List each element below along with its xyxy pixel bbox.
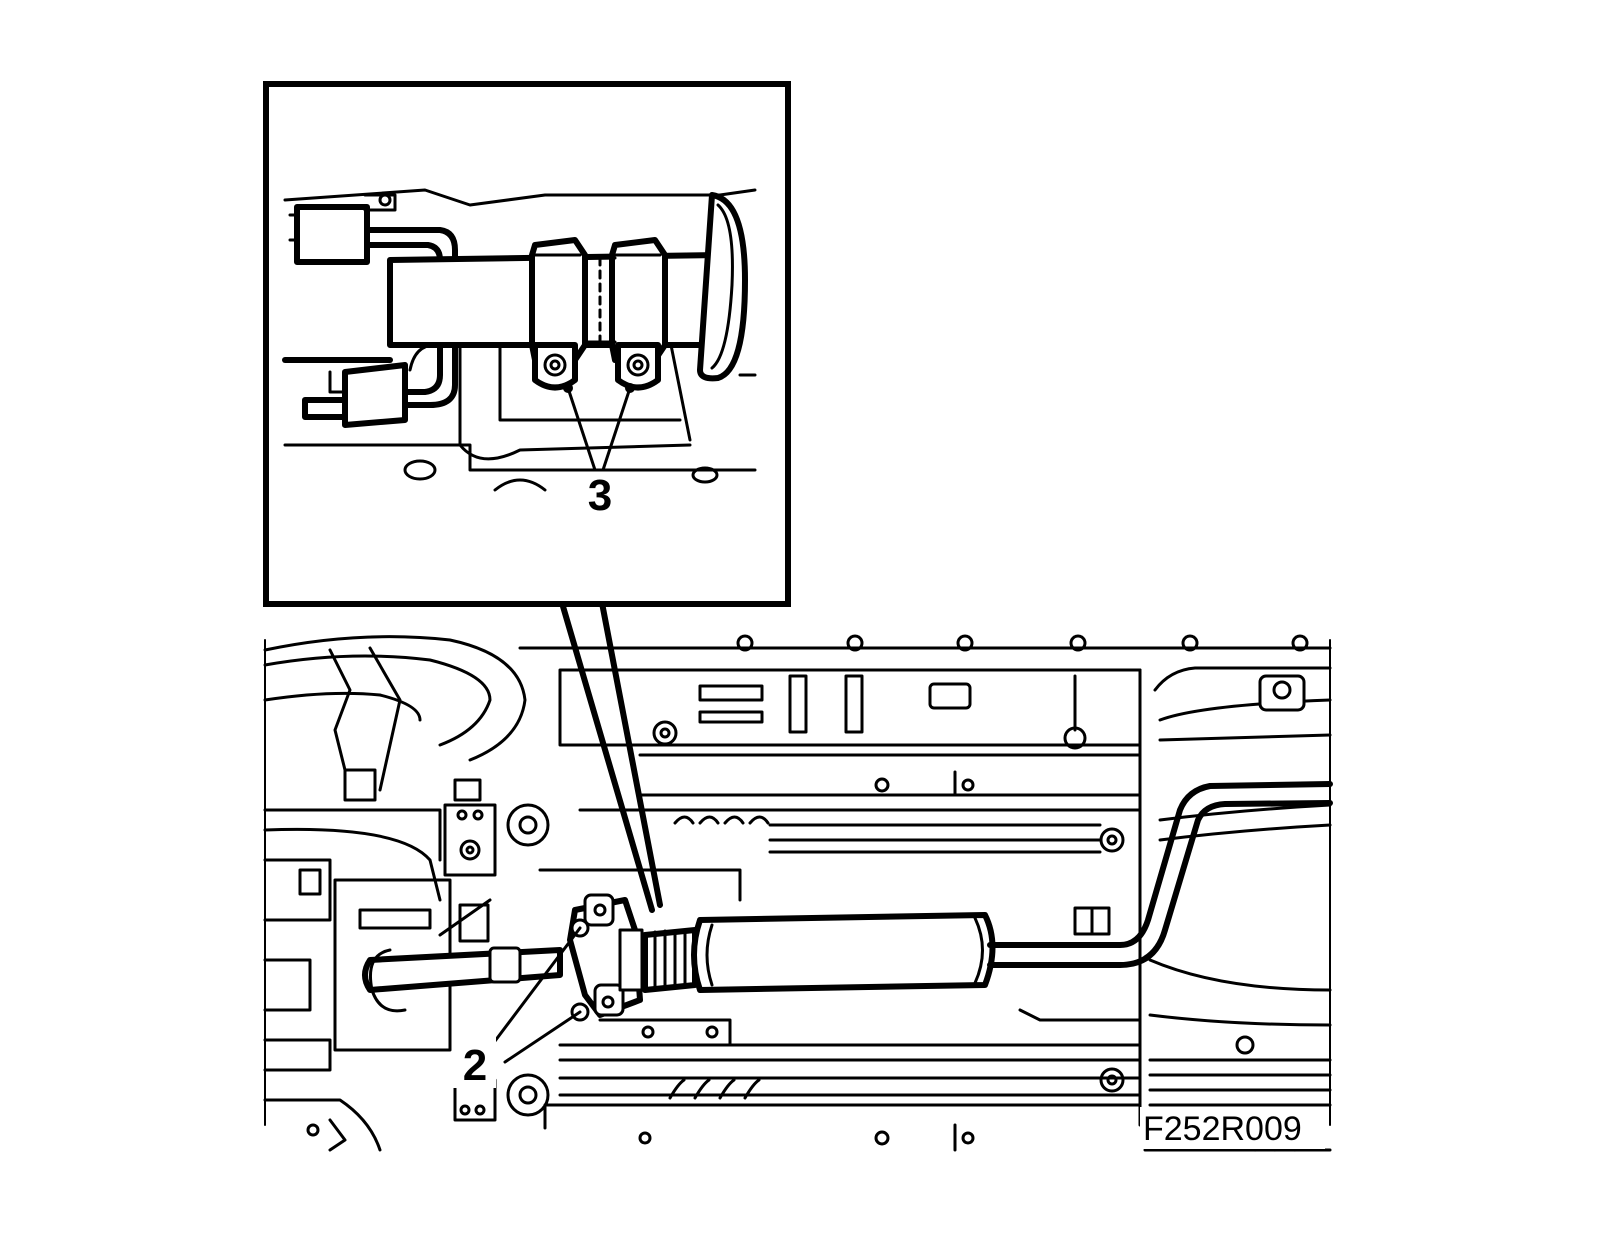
inset-clamp bbox=[529, 237, 668, 391]
inset-connector-left bbox=[559, 600, 655, 913]
exhaust-system bbox=[362, 781, 1333, 1018]
callout-2-leaders bbox=[452, 926, 582, 1088]
callout-label-3: 3 bbox=[588, 471, 612, 520]
front-structure bbox=[263, 635, 550, 1152]
inset-connector-right bbox=[599, 600, 663, 908]
flex-bellows bbox=[642, 927, 698, 993]
callout-3-leaders bbox=[563, 383, 635, 472]
detail-inset: 3 bbox=[263, 81, 791, 913]
upper-rails bbox=[538, 753, 1142, 902]
figure-code: F252R009 bbox=[1143, 1110, 1302, 1148]
callout-label-2: 2 bbox=[463, 1041, 487, 1090]
muffler bbox=[691, 912, 996, 993]
exhaust-clamp bbox=[567, 893, 644, 1018]
underbody-view bbox=[263, 634, 1333, 1152]
figure-code-backdrop bbox=[1140, 1107, 1325, 1149]
lower-rails bbox=[543, 1008, 1142, 1152]
floor-panel bbox=[518, 634, 1332, 750]
